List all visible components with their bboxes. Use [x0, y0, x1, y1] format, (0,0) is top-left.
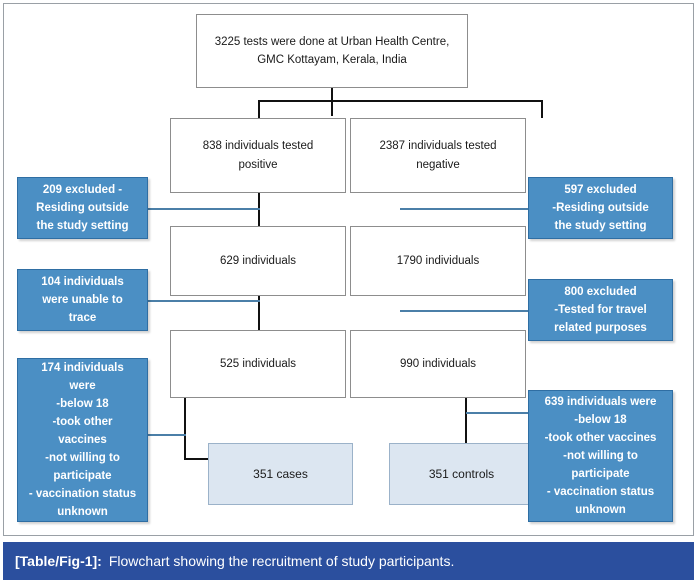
exclusion-box-left-1: 209 excluded - Residing outside the stud… — [17, 177, 148, 239]
exclusion-right-3-line3: -took other vaccines — [544, 431, 657, 444]
exclusion-right-2-line2: -Tested for travel — [554, 303, 647, 316]
exclusion-right-2-line3: related purposes — [554, 322, 647, 334]
link-excl-right-2 — [400, 310, 528, 312]
node-tested-negative: 2387 individuals tested negative — [350, 118, 526, 193]
exclusion-right-3-line6: - vaccination status — [546, 486, 655, 499]
exclusion-left-3-line2: were — [69, 379, 96, 392]
figure-caption-tag: [Table/Fig-1]: — [15, 553, 102, 569]
node-negative-traced-label: 990 individuals — [399, 357, 477, 370]
node-negative-remaining-label: 1790 individuals — [396, 254, 480, 267]
exclusion-box-right-1: 597 excluded -Residing outside the study… — [528, 177, 673, 239]
node-controls: 351 controls — [389, 443, 534, 505]
connector-positive-l2-l3 — [258, 296, 260, 330]
node-positive-traced: 525 individuals — [170, 330, 346, 398]
exclusion-left-3-line3: -below 18 — [56, 397, 109, 410]
connector-to-negative — [541, 100, 543, 118]
exclusion-right-1-line2: -Residing outside — [552, 201, 649, 214]
connector-root-split — [258, 100, 543, 102]
exclusion-left-3-line4: -took other — [52, 415, 113, 428]
connector-negative-l3-result-vert — [465, 398, 467, 460]
link-excl-left-2 — [148, 300, 260, 302]
exclusion-left-3-line7: participate — [53, 470, 112, 483]
link-excl-left-1 — [148, 208, 260, 210]
exclusion-right-3-line4: -not willing to — [563, 449, 638, 462]
exclusion-right-3-line5: participate — [571, 468, 630, 480]
connector-root-down — [331, 88, 333, 116]
exclusion-left-2-line2: were unable to — [42, 293, 123, 306]
node-cases-label: 351 cases — [253, 466, 308, 481]
exclusion-left-3-line8: - vaccination status — [28, 488, 137, 501]
exclusion-left-3-line9: unknown — [57, 506, 108, 519]
exclusion-left-1-line1: 209 excluded - — [42, 183, 123, 196]
exclusion-box-right-2: 800 excluded -Tested for travel related … — [528, 279, 673, 341]
node-total-tests-line2: GMC Kottayam, Kerala, India — [257, 54, 407, 66]
connector-positive-l3-result-vert — [184, 398, 186, 460]
exclusion-right-3-line1: 639 individuals were — [544, 395, 657, 408]
exclusion-box-left-3: 174 individuals were -below 18 -took oth… — [17, 358, 148, 522]
connector-to-positive — [258, 100, 260, 118]
exclusion-left-3-line1: 174 individuals — [41, 361, 124, 374]
node-negative-remaining: 1790 individuals — [350, 226, 526, 296]
node-positive-traced-label: 525 individuals — [219, 357, 297, 370]
node-total-tests-line1: 3225 tests were done at Urban Health Cen… — [214, 35, 450, 48]
figure-caption-bar: [Table/Fig-1]: Flowchart showing the rec… — [3, 542, 694, 580]
node-positive-remaining-label: 629 individuals — [219, 254, 297, 267]
node-tested-positive-line2: positive — [238, 158, 278, 171]
exclusion-left-2-line1: 104 individuals — [41, 275, 124, 288]
node-cases: 351 cases — [208, 443, 353, 505]
exclusion-left-3-line6: -not willing to — [45, 452, 120, 465]
exclusion-right-3-line7: unknown — [575, 504, 626, 517]
figure-caption-text: Flowchart showing the recruitment of stu… — [108, 553, 455, 569]
node-negative-traced: 990 individuals — [350, 330, 526, 398]
node-tested-negative-line1: 2387 individuals tested — [379, 140, 497, 153]
connector-positive-l3-result-horz — [184, 458, 209, 460]
exclusion-right-1-line3: the study setting — [554, 220, 647, 232]
exclusion-left-2-line3: trace — [68, 312, 97, 324]
exclusion-left-1-line3: the study setting — [36, 220, 129, 232]
exclusion-left-3-line5: vaccines — [58, 434, 107, 446]
exclusion-box-right-3: 639 individuals were -below 18 -took oth… — [528, 390, 673, 522]
exclusion-right-2-line1: 800 excluded — [564, 285, 637, 298]
exclusion-box-left-2: 104 individuals were unable to trace — [17, 269, 148, 331]
exclusion-right-1-line1: 597 excluded — [564, 183, 637, 196]
node-total-tests: 3225 tests were done at Urban Health Cen… — [196, 14, 468, 88]
link-excl-left-3 — [148, 434, 186, 436]
node-tested-positive: 838 individuals tested positive — [170, 118, 346, 193]
connector-positive-l1-l2 — [258, 193, 260, 226]
node-positive-remaining: 629 individuals — [170, 226, 346, 296]
node-tested-positive-line1: 838 individuals tested — [202, 140, 314, 153]
exclusion-left-1-line2: Residing outside — [36, 201, 129, 214]
exclusion-right-3-line2: -below 18 — [574, 413, 627, 426]
node-controls-label: 351 controls — [428, 466, 495, 481]
link-excl-right-1 — [400, 208, 528, 210]
link-excl-right-3 — [466, 412, 528, 414]
node-tested-negative-line2: negative — [416, 158, 460, 171]
